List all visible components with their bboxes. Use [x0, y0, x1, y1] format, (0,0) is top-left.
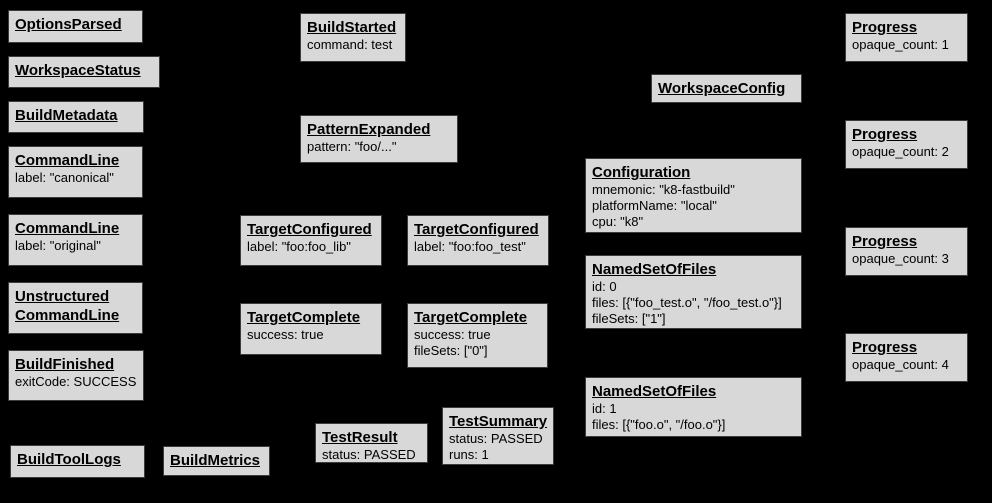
node-title: BuildToolLogs — [17, 451, 121, 468]
node-attr: cpu: "k8" — [592, 214, 644, 229]
node-target-complete-foo-lib: TargetComplete success: true — [240, 303, 382, 355]
node-attr: id: 1 — [592, 401, 617, 416]
node-title: WorkspaceConfig — [658, 80, 786, 97]
node-attr: label: "foo:foo_lib" — [247, 239, 351, 254]
node-workspace-status: WorkspaceStatus — [8, 56, 160, 88]
node-target-complete-foo-test: TargetComplete success: true fileSets: [… — [407, 303, 548, 368]
node-target-configured-foo-lib: TargetConfigured label: "foo:foo_lib" — [240, 215, 382, 266]
node-attr: status: PASSED — [449, 431, 543, 446]
node-test-result: TestResult status: PASSED — [315, 423, 428, 463]
node-progress-3: Progress opaque_count: 3 — [845, 227, 968, 276]
node-title: CommandLine — [15, 152, 120, 169]
node-options-parsed: OptionsParsed — [8, 10, 143, 43]
node-attr: success: true — [414, 327, 491, 342]
node-title: Progress — [852, 339, 918, 356]
node-attr: fileSets: ["1"] — [592, 311, 666, 326]
node-attr: success: true — [247, 327, 324, 342]
node-title: NamedSetOfFiles — [592, 261, 717, 278]
node-attr: label: "foo:foo_test" — [414, 239, 526, 254]
node-command-line-canonical: CommandLine label: "canonical" — [8, 146, 143, 198]
node-title: Configuration — [592, 164, 691, 181]
node-attr: runs: 1 — [449, 447, 489, 462]
node-attr: id: 0 — [592, 279, 617, 294]
node-progress-1: Progress opaque_count: 1 — [845, 13, 968, 62]
node-title: WorkspaceStatus — [15, 62, 141, 79]
node-attr: platformName: "local" — [592, 198, 717, 213]
node-attr: exitCode: SUCCESS — [15, 374, 137, 389]
node-title: Progress — [852, 126, 918, 143]
node-title: BuildMetadata — [15, 107, 118, 124]
node-attr: status: PASSED — [322, 447, 416, 462]
node-named-set-of-files-1: NamedSetOfFiles id: 1 files: [{"foo.o", … — [585, 377, 802, 437]
node-attr: opaque_count: 3 — [852, 251, 949, 266]
node-title: PatternExpanded — [307, 121, 431, 138]
node-command-line-original: CommandLine label: "original" — [8, 214, 143, 266]
node-target-configured-foo-test: TargetConfigured label: "foo:foo_test" — [407, 215, 549, 266]
node-unstructured-command-line: Unstructured CommandLine — [8, 282, 143, 334]
node-build-started: BuildStarted command: test — [300, 13, 406, 62]
node-build-metrics: BuildMetrics — [163, 446, 270, 476]
node-build-tool-logs: BuildToolLogs — [10, 445, 145, 478]
node-configuration: Configuration mnemonic: "k8-fastbuild" p… — [585, 158, 802, 233]
node-workspace-config: WorkspaceConfig — [651, 74, 802, 103]
node-attr: pattern: "foo/..." — [307, 139, 397, 154]
node-attr: mnemonic: "k8-fastbuild" — [592, 182, 735, 197]
node-build-finished: BuildFinished exitCode: SUCCESS — [8, 350, 144, 401]
node-title: TargetComplete — [414, 309, 528, 326]
node-title: CommandLine — [15, 220, 120, 237]
node-title: BuildStarted — [307, 19, 397, 36]
node-attr: opaque_count: 2 — [852, 144, 949, 159]
node-title: OptionsParsed — [15, 16, 122, 33]
node-pattern-expanded: PatternExpanded pattern: "foo/..." — [300, 115, 458, 163]
node-attr: label: "original" — [15, 238, 101, 253]
node-title: TargetConfigured — [247, 221, 372, 238]
node-attr: files: [{"foo_test.o", "/foo_test.o"}] — [592, 295, 782, 310]
node-named-set-of-files-0: NamedSetOfFiles id: 0 files: [{"foo_test… — [585, 255, 802, 329]
node-progress-4: Progress opaque_count: 4 — [845, 333, 968, 382]
node-title: TestResult — [322, 429, 398, 446]
node-title: NamedSetOfFiles — [592, 383, 717, 400]
node-attr: opaque_count: 1 — [852, 37, 949, 52]
node-title-line: Unstructured — [15, 288, 110, 305]
node-build-metadata: BuildMetadata — [8, 101, 144, 133]
node-attr: opaque_count: 4 — [852, 357, 949, 372]
node-progress-2: Progress opaque_count: 2 — [845, 120, 968, 169]
node-title: TargetConfigured — [414, 221, 539, 238]
node-attr: command: test — [307, 37, 393, 52]
node-title-line: CommandLine — [15, 307, 120, 324]
node-title: TargetComplete — [247, 309, 361, 326]
node-title: TestSummary — [449, 413, 548, 430]
node-title: Progress — [852, 19, 918, 36]
node-title: Progress — [852, 233, 918, 250]
node-test-summary: TestSummary status: PASSED runs: 1 — [442, 407, 554, 465]
node-title: BuildMetrics — [170, 452, 261, 469]
node-title: BuildFinished — [15, 356, 115, 373]
node-attr: label: "canonical" — [15, 170, 114, 185]
node-attr: files: [{"foo.o", "/foo.o"}] — [592, 417, 726, 432]
node-attr: fileSets: ["0"] — [414, 343, 488, 358]
